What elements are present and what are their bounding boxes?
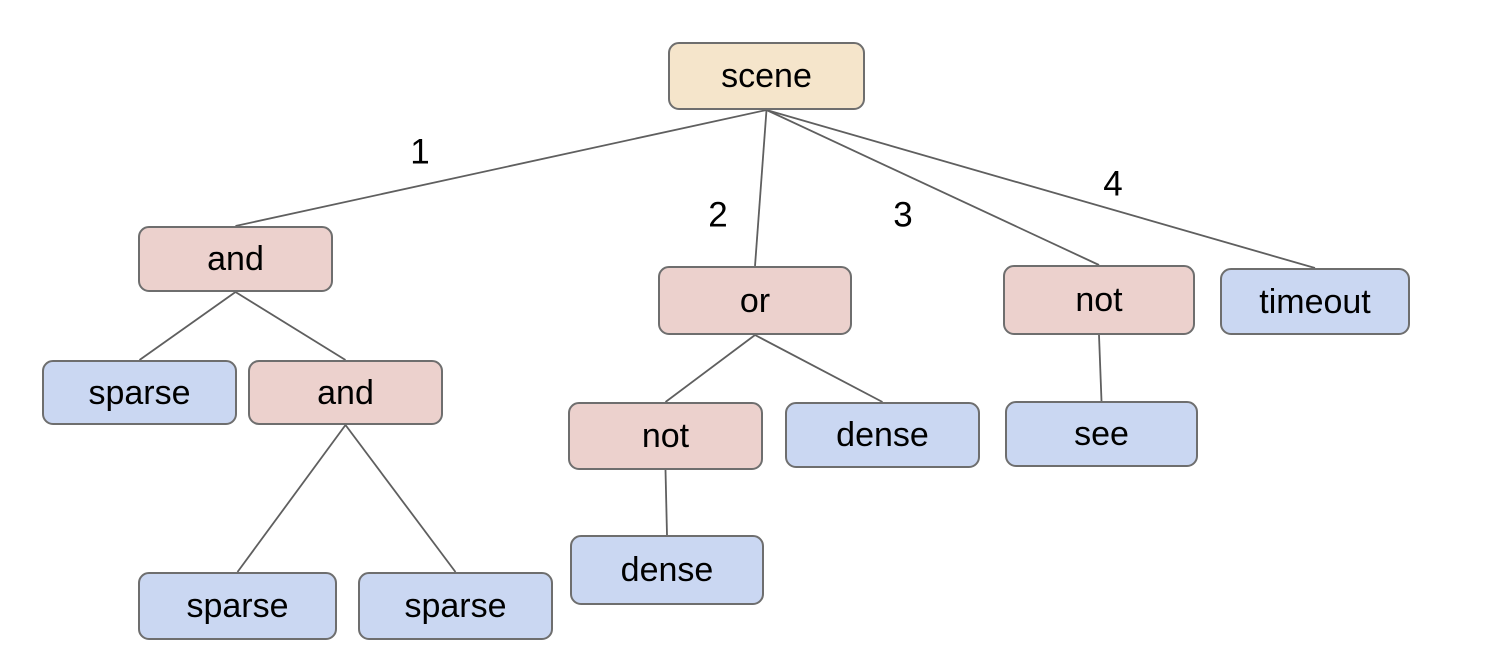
tree-edge-and-2-to-sparse-2 xyxy=(236,424,347,573)
tree-node-or-1: or xyxy=(658,266,852,335)
tree-edge-scene-to-timeout-1 xyxy=(766,109,1316,269)
tree-node-see-1: see xyxy=(1005,401,1198,467)
tree-node-and-1: and xyxy=(138,226,333,292)
tree-edge-and-1-to-and-2 xyxy=(235,291,346,361)
tree-node-sparse-1: sparse xyxy=(42,360,237,425)
tree-edge-scene-to-or-1 xyxy=(754,109,768,267)
tree-edge-scene-to-not-1 xyxy=(766,109,1100,266)
tree-node-not-2: not xyxy=(568,402,763,470)
tree-node-sparse-2: sparse xyxy=(138,572,337,640)
tree-edge-and-1-to-sparse-1 xyxy=(138,291,237,361)
tree-node-timeout-1: timeout xyxy=(1220,268,1410,335)
tree-edge-or-1-to-not-2 xyxy=(664,334,756,403)
tree-node-scene: scene xyxy=(668,42,865,110)
edge-label-3: 3 xyxy=(893,195,913,235)
tree-node-and-2: and xyxy=(248,360,443,425)
tree-edge-or-1-to-dense-1 xyxy=(754,334,883,403)
edge-label-1: 1 xyxy=(410,132,430,172)
edge-label-2: 2 xyxy=(708,195,728,235)
tree-node-not-1: not xyxy=(1003,265,1195,335)
tree-edge-not-2-to-dense-2 xyxy=(664,469,668,536)
tree-node-sparse-3: sparse xyxy=(358,572,553,640)
edge-label-4: 4 xyxy=(1103,164,1123,204)
tree-edge-scene-to-and-1 xyxy=(235,109,767,227)
tree-edge-and-2-to-sparse-3 xyxy=(344,424,457,573)
tree-node-dense-1: dense xyxy=(785,402,980,468)
tree-edge-not-1-to-see-1 xyxy=(1098,334,1103,402)
tree-node-dense-2: dense xyxy=(570,535,764,605)
